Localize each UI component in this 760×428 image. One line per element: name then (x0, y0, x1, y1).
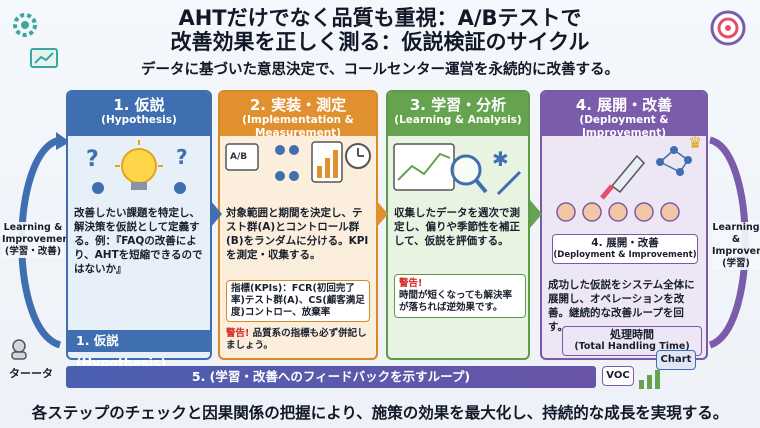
phase-analysis-text: 収集したデータを週次で測定し、偏りや季節性を補正して、仮説を評価する。 (394, 207, 520, 247)
phase-subtitle: (Deployment & Improvement) (579, 114, 669, 139)
phase-implementation-text: 対象範囲と期間を決定し、テスト群(A)とコントロール群(B)をランダムに分ける。… (226, 207, 369, 261)
lightbulb-icon: ? ? (68, 136, 210, 202)
phase-deployment-header: 4. 展開・改善 (Deployment & Improvement) (542, 92, 706, 139)
voc-badge: VOC (602, 366, 634, 386)
ab-label: A/B (230, 152, 248, 162)
page-title: AHTだけでなく品質も重視：A/Bテストで 改善効果を正しく測る：仮説検証のサイ… (0, 6, 760, 54)
warning-label: 警告! (226, 328, 250, 339)
svg-text:?: ? (86, 147, 99, 172)
left-cycle-label: Learning & Improvement (学習・改善) (2, 222, 74, 258)
phase-hypothesis-header: 1. 仮説 (Hypothesis) (68, 92, 210, 136)
phase-deployment-panel: 4. 展開・改善 (Deployment & Improvement) ♛ 4.… (540, 90, 708, 360)
page-subtitle: データに基づいた意思決定で、コールセンター運営を永続的に改善する。 (141, 62, 619, 78)
ab-test-illustration: A/B (220, 136, 376, 202)
phase-analysis-panel: 3. 学習・分析 (Learning & Analysis) ✱ 収集したデータ… (386, 90, 530, 360)
warning-note: 警告! 時間が短くなっても解決率が落ちれば逆効果です。 (394, 274, 526, 318)
phase-subtitle: (Implementation & Measurement) (242, 114, 354, 139)
warning-note: 警告! 品質系の指標も必ず併記しましょう。 (226, 328, 372, 352)
phase-subtitle: (Learning & Analysis) (394, 114, 522, 126)
inner-title: 4. 展開・改善 (591, 237, 659, 249)
chart-badge: Chart (656, 350, 696, 370)
svg-text:?: ? (176, 145, 188, 169)
arrow-2-to-3 (376, 200, 388, 228)
warning-label: 警告! (399, 278, 423, 289)
magnifier-chart-icon: ✱ (388, 136, 528, 202)
target-icon (708, 8, 748, 52)
phase-subtitle: (Hypothesis) (101, 114, 177, 126)
title-line-2: 改善効果を正しく測る：仮説検証のサイクル (170, 30, 590, 54)
title-line-1: AHTだけでなく品質も重視：A/Bテストで (178, 6, 582, 30)
svg-text:♛: ♛ (688, 136, 702, 152)
phase-analysis-header: 3. 学習・分析 (Learning & Analysis) (388, 92, 528, 136)
phase-title: 2. 実装・測定 (249, 96, 347, 114)
feedback-loop-bar: 5. (学習・改善へのフィードバックを示すループ) (66, 366, 596, 388)
inner-subtitle: (Deployment & Improvement) (553, 250, 697, 260)
rocket-team-illustration: ♛ (542, 133, 706, 232)
headset-icon (8, 338, 30, 364)
warning-text: 品質系の指標も必ず併記しましょう。 (226, 328, 367, 351)
handling-time-title: 処理時間 (610, 328, 654, 341)
handling-time-label: 処理時間 (Total Handling Time) (562, 326, 702, 356)
phase-title: 3. 学習・分析 (409, 96, 507, 114)
gear-icon (8, 8, 42, 46)
chart-board-icon (30, 48, 58, 74)
right-cycle-label: Learning & Improvement (学習) (712, 222, 760, 270)
phase-title: 4. 展開・改善 (575, 96, 673, 114)
phase-deployment-text: 成功した仮説をシステム全体に展開し、オペレーションを改善。継続的な改善ループを回… (548, 279, 695, 333)
inner-deployment-label: 4. 展開・改善 (Deployment & Improvement) (552, 234, 698, 264)
mini-chart-icon (636, 368, 666, 394)
hypothesis-bar: 1. 仮説 (Hypothesis) (66, 330, 212, 370)
data-label: ターータ (9, 367, 53, 380)
arrow-3-to-4 (530, 200, 542, 228)
footer-text: 各ステップのチェックと因果関係の把握により、施策の効果を最大化し、持続的な成長を… (31, 404, 729, 422)
warning-text: 時間が短くなっても解決率が落ちれば逆効果です。 (399, 290, 513, 313)
phase-implementation-header: 2. 実装・測定 (Implementation & Measurement) (220, 92, 376, 139)
phase-hypothesis-text: 改善したい課題を特定し、解決策を仮説として定義する。例：『FAQの改善により、A… (74, 207, 203, 275)
handling-time-subtitle: (Total Handling Time) (574, 341, 690, 352)
phase-hypothesis-panel: 1. 仮説 (Hypothesis) ? ? 改善したい課題を特定し、解決策を仮… (66, 90, 212, 360)
kpi-note: 指標(KPIs)：FCR(初回完了率)テスト群(A)、CS(顧客満足度)コントロ… (226, 280, 370, 322)
svg-text:✱: ✱ (492, 147, 509, 171)
phase-implementation-panel: 2. 実装・測定 (Implementation & Measurement) … (218, 90, 378, 360)
arrow-1-to-2 (210, 200, 222, 228)
phase-title: 1. 仮説 (113, 96, 165, 114)
